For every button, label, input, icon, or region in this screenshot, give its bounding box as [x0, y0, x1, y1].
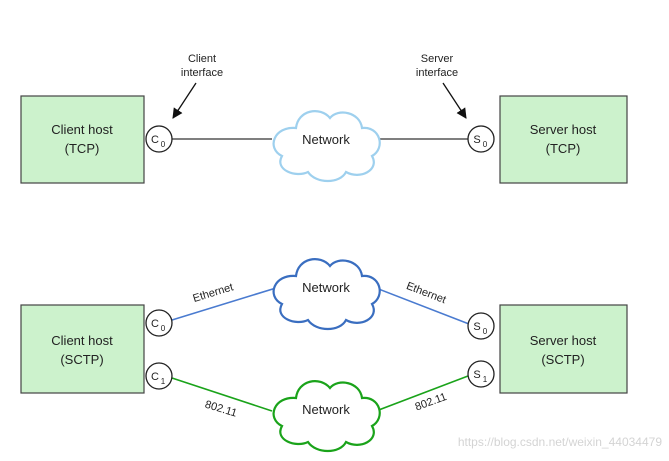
server-port-s1-sctp-sub: 1: [483, 375, 488, 384]
server-port-s0-sctp: S 0: [467, 312, 495, 340]
network-cloud-wifi-label: Network: [302, 402, 350, 417]
client-port-c1-sctp: C 1: [145, 362, 173, 390]
server-host-sctp: Server host (SCTP): [499, 304, 628, 394]
server-interface-arrow: [442, 82, 467, 119]
client-host-sctp: Client host (SCTP): [20, 304, 145, 394]
ethernet-link-left: [171, 287, 277, 321]
server-port-s0: S 0: [467, 125, 495, 153]
tcp-section: Client host (TCP) Server host (TCP) C 0 …: [20, 53, 628, 184]
network-cloud-tcp: Network: [272, 110, 381, 183]
server-interface-callout: Server interface: [416, 53, 467, 119]
client-host-sctp-title: Client host: [51, 333, 113, 348]
wifi-link-right: [375, 375, 469, 412]
client-port-c0-letter: C: [151, 134, 159, 146]
server-port-s0-letter: S: [473, 134, 480, 146]
server-port-s1-sctp-letter: S: [473, 369, 480, 381]
server-interface-label-line2: interface: [416, 67, 458, 79]
client-port-c0-sctp-letter: C: [151, 318, 159, 330]
watermark-text: https://blog.csdn.net/weixin_44034479: [458, 435, 662, 449]
network-cloud-ethernet: Network: [272, 258, 381, 331]
network-cloud-wifi: Network: [272, 380, 381, 453]
client-host-tcp-protocol: (TCP): [65, 141, 100, 156]
server-host-tcp-title: Server host: [530, 122, 597, 137]
client-host-tcp: Client host (TCP): [20, 95, 145, 184]
sctp-section: Ethernet Ethernet 802.11 802.11 Client h…: [20, 258, 628, 453]
server-interface-label-line1: Server: [421, 53, 454, 65]
client-host-tcp-title: Client host: [51, 122, 113, 137]
server-host-sctp-title: Server host: [530, 333, 597, 348]
wifi-link-left: [171, 377, 273, 412]
server-port-s0-sctp-letter: S: [473, 321, 480, 333]
network-cloud-ethernet-label: Network: [302, 280, 350, 295]
server-port-s1-sctp: S 1: [467, 360, 495, 388]
ethernet-label-left: Ethernet: [191, 281, 234, 305]
server-port-s0-sub: 0: [483, 140, 488, 149]
client-port-c1-sctp-sub: 1: [161, 377, 166, 386]
client-interface-label-line1: Client: [188, 53, 216, 65]
network-cloud-tcp-label: Network: [302, 132, 350, 147]
client-host-sctp-protocol: (SCTP): [60, 352, 103, 367]
client-port-c0-sctp: C 0: [145, 309, 173, 337]
client-port-c0: C 0: [145, 125, 173, 153]
server-port-s0-sctp-sub: 0: [483, 327, 488, 336]
client-port-c0-sctp-sub: 0: [161, 324, 166, 333]
wifi-label-left: 802.11: [203, 399, 238, 420]
client-interface-arrow: [172, 82, 197, 119]
client-interface-callout: Client interface: [172, 53, 223, 119]
server-host-tcp: Server host (TCP): [499, 95, 628, 184]
server-host-tcp-protocol: (TCP): [546, 141, 581, 156]
client-port-c1-sctp-letter: C: [151, 371, 159, 383]
server-host-sctp-protocol: (SCTP): [541, 352, 584, 367]
client-port-c0-sub: 0: [161, 140, 166, 149]
client-interface-label-line2: interface: [181, 67, 223, 79]
ethernet-link-right: [375, 287, 470, 325]
